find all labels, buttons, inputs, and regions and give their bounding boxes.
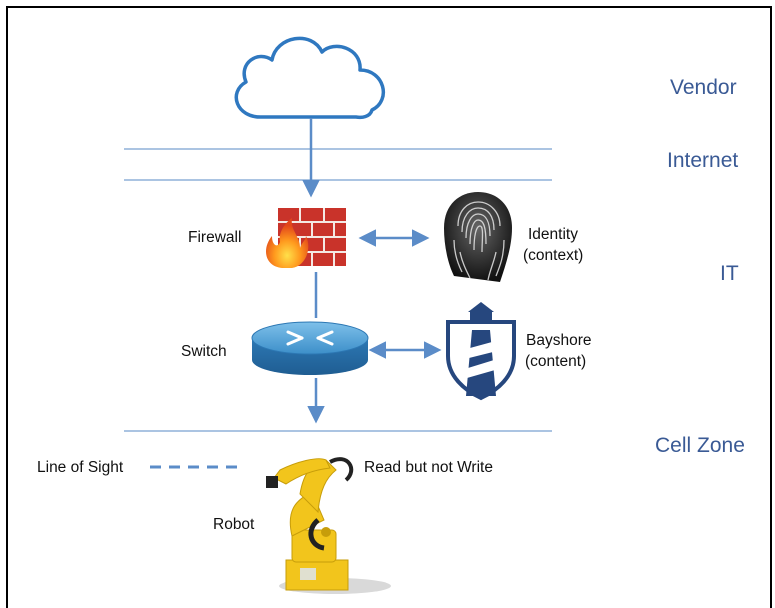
lighthouse-shield-icon bbox=[446, 302, 516, 401]
bayshore-sublabel: (content) bbox=[525, 353, 587, 370]
switch-icon bbox=[251, 321, 369, 375]
robot-label: Robot bbox=[213, 516, 255, 533]
firewall-icon bbox=[266, 208, 346, 268]
zone-label-it: IT bbox=[720, 262, 739, 285]
identity-sublabel: (context) bbox=[523, 247, 584, 264]
zone-label-cell-zone: Cell Zone bbox=[655, 434, 745, 457]
robot-arm-icon bbox=[266, 457, 391, 594]
line-of-sight-label: Line of Sight bbox=[37, 459, 124, 476]
zone-label-vendor: Vendor bbox=[670, 76, 737, 99]
switch-label: Switch bbox=[181, 343, 227, 360]
zone-label-internet: Internet bbox=[667, 149, 739, 172]
fingerprint-icon bbox=[444, 192, 512, 282]
bayshore-label: Bayshore bbox=[526, 332, 592, 349]
read-not-write-label: Read but not Write bbox=[364, 459, 493, 476]
diagram-frame bbox=[6, 6, 772, 608]
identity-label: Identity bbox=[528, 226, 578, 243]
cloud-icon bbox=[234, 36, 385, 120]
firewall-label: Firewall bbox=[188, 229, 242, 246]
